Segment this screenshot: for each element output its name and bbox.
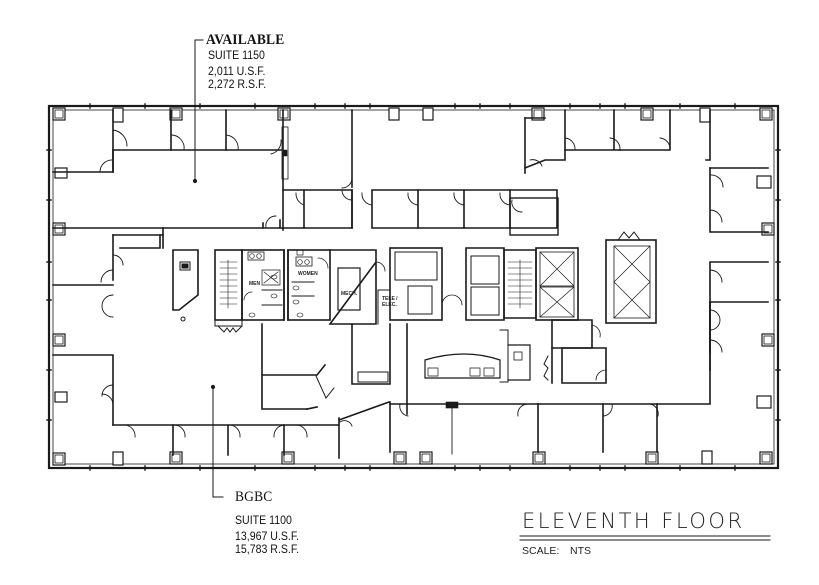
- title-underline: [519, 535, 771, 541]
- restrooms: [241, 249, 331, 321]
- scale-value: NTS: [570, 545, 591, 557]
- south-core: [261, 319, 607, 415]
- east-stair: [503, 249, 537, 319]
- building-envelope: [47, 104, 780, 470]
- south-doors: [339, 309, 721, 427]
- drawing-title: ELEVENTH FLOOR: [522, 509, 745, 533]
- room-tag-women: WOMEN: [298, 271, 318, 277]
- pantry-counter: [281, 126, 289, 180]
- room-tag-tele-elec-2: ELEC.: [382, 302, 397, 308]
- suite-1150-doors: [99, 129, 282, 229]
- north-office-doors: [295, 177, 511, 206]
- suite-1150-usf: 2,011 U.S.F.: [208, 66, 266, 78]
- leader-lines: [194, 39, 224, 498]
- mullions: [46, 103, 781, 471]
- elevators-west: [377, 247, 505, 325]
- south-offices: [337, 303, 711, 455]
- room-tag-men: MEN: [249, 281, 261, 287]
- north-east-doors: [529, 137, 724, 353]
- west-stair: [214, 249, 243, 333]
- west-doors: [100, 254, 308, 438]
- suite-1150-rsf: 2,272 R.S.F.: [208, 79, 267, 91]
- elevators-east: [535, 231, 657, 324]
- perimeter-columns: [52, 107, 775, 466]
- room-tag-tele-elec: TELE /: [382, 296, 398, 302]
- suite-1100-usf: 13,967 U.S.F.: [235, 531, 300, 543]
- suite-1150-number: SUITE 1150: [208, 50, 265, 62]
- suite-1100-number: SUITE 1100: [235, 515, 292, 527]
- mech-room: [328, 249, 386, 325]
- room-tag-mech: MECH.: [341, 291, 358, 297]
- suite-1100-rsf: 15,783 R.S.F.: [235, 544, 300, 556]
- suite-1150-walls: [52, 109, 284, 231]
- suite-1150-tenant: AVAILABLE: [206, 32, 285, 48]
- suite-1100-tenant: BGBC: [235, 489, 273, 505]
- scale-label: SCALE:: [522, 545, 560, 557]
- north-office-row: [282, 109, 558, 229]
